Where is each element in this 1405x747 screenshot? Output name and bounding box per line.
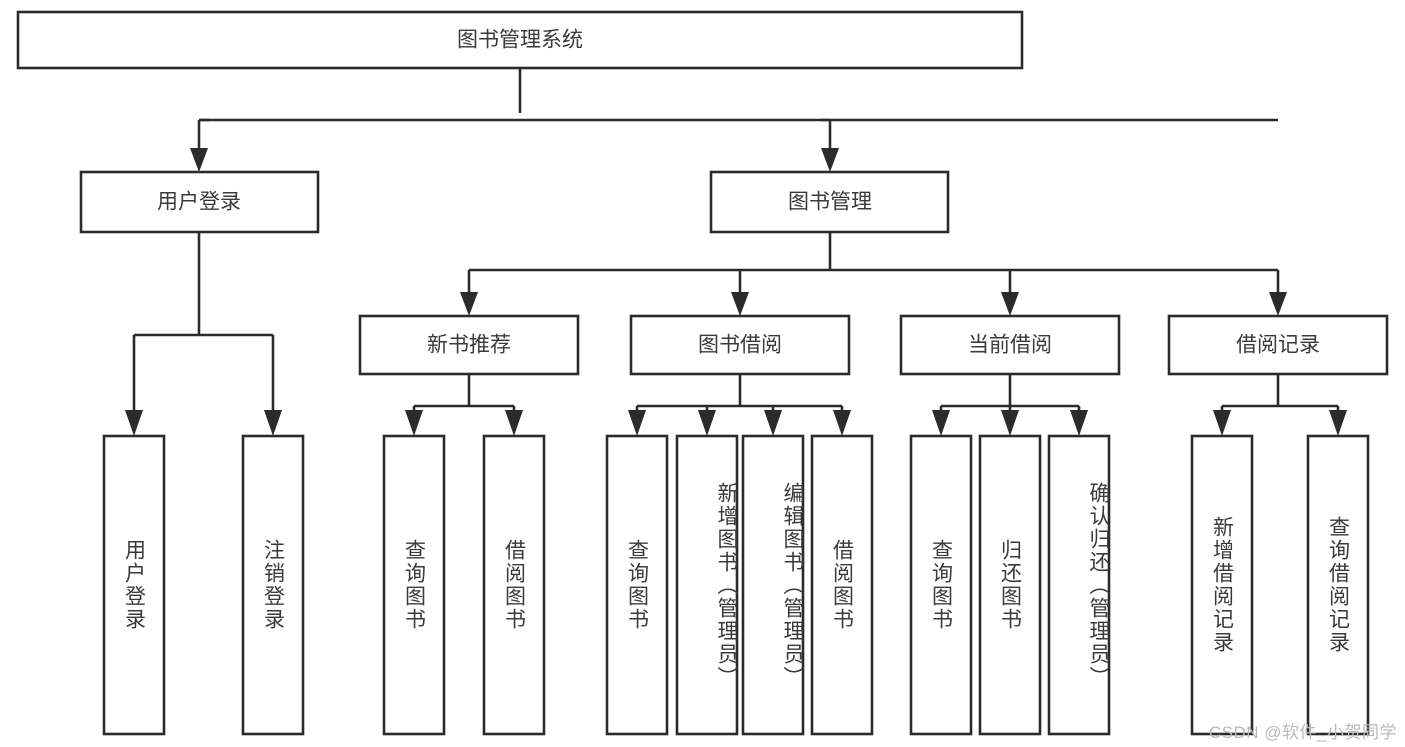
book-management-label: 图书管理 [788,191,872,214]
leaf-box-bb-edit[interactable] [741,434,805,736]
arrow-head-user-login [190,148,208,172]
current-borrow-label: 当前借阅 [968,334,1052,357]
arrow-head-bb-edit [764,410,782,436]
arrow-head-new-book [460,292,478,316]
arrow-head-leaf-logout [264,410,282,436]
node-book-borrow[interactable]: 图书借阅 [629,314,851,376]
borrow-record-label: 借阅记录 [1236,334,1320,357]
arrow-head-bb-add [698,410,716,436]
arrow-head-cb-query [932,410,950,436]
leaf-box-nb-borrow[interactable] [482,434,546,736]
arrow-head-br-query [1329,410,1347,436]
node-borrow-record[interactable]: 借阅记录 [1167,314,1389,376]
arrow-head-cb-confirm [1070,410,1088,436]
leaf-box-cb-return[interactable] [978,434,1042,736]
arrow-head-current-borrow [1001,292,1019,316]
leaf-box-bb-query[interactable] [605,434,669,736]
node-user-login[interactable]: 用户登录 [79,170,320,234]
arrow-head-br-add [1213,410,1231,436]
book-borrow-label: 图书借阅 [698,334,782,357]
edge-new-book-to-leaves [405,374,523,436]
arrow-head-book-mgmt [821,148,839,172]
node-root[interactable]: 图书管理系统 [16,10,1024,70]
arrow-head-bb-borrow [833,410,851,436]
arrow-head-nb-borrow [505,410,523,436]
root-box[interactable] [16,10,1024,70]
edge-book-borrow-to-leaves [628,374,851,436]
user-login-box[interactable] [79,170,320,234]
watermark-text: CSDN @软件_小贺同学 [1208,723,1397,742]
edge-current-borrow-to-leaves [932,374,1088,436]
arrow-head-borrow-record [1269,292,1287,316]
leaf-box-logout[interactable] [241,434,305,736]
node-new-book-recommend[interactable]: 新书推荐 [358,314,580,376]
node-current-borrow[interactable]: 当前借阅 [899,314,1121,376]
leaf-box-br-query[interactable] [1306,434,1370,736]
edge-book-mgmt-to-level3 [460,232,1287,316]
arrow-head-cb-return [1001,410,1019,436]
edge-user-login-to-leaves [125,232,282,436]
arrow-head-leaf-user-login [125,410,143,436]
leaf-box-bb-borrow[interactable] [810,434,874,736]
root-label: 图书管理系统 [457,29,583,52]
book-borrow-box[interactable] [629,314,851,376]
leaf-box-cb-query[interactable] [909,434,973,736]
arrow-head-nb-query [405,410,423,436]
new-book-recommend-label: 新书推荐 [427,334,511,357]
edge-borrow-record-to-leaves [1213,374,1347,436]
leaf-box-user-login[interactable] [102,434,166,736]
borrow-record-box[interactable] [1167,314,1389,376]
new-book-recommend-box[interactable] [358,314,580,376]
leaf-box-bb-add[interactable] [675,434,739,736]
leaf-box-nb-query[interactable] [382,434,446,736]
arrow-head-book-borrow [731,292,749,316]
leaf-box-br-add[interactable] [1190,434,1254,736]
user-login-label: 用户登录 [157,191,241,214]
node-book-management[interactable]: 图书管理 [709,170,950,234]
arrow-head-bb-query [628,410,646,436]
leaf-box-cb-confirm[interactable] [1047,434,1111,736]
